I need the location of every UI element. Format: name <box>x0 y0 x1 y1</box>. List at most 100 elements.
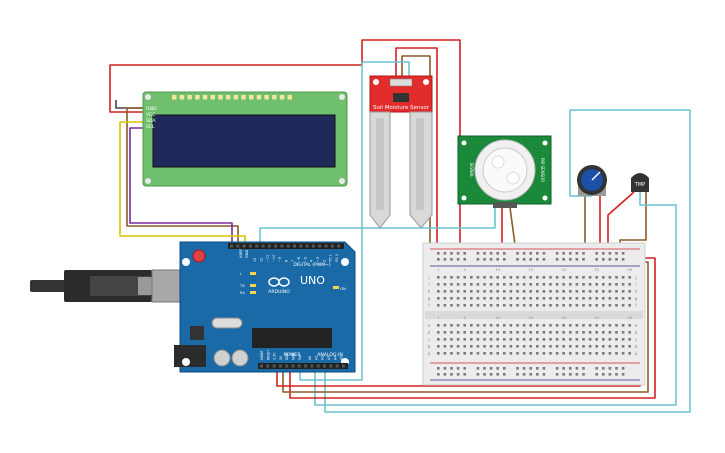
breadboard-hole <box>456 283 460 286</box>
breadboard-hole <box>536 276 539 279</box>
breadboard-hole <box>555 331 559 334</box>
breadboard-hole <box>615 324 618 327</box>
gnd-label: GND <box>245 250 249 258</box>
breadboard-hole <box>456 290 460 293</box>
breadboard-hole <box>569 331 572 334</box>
breadboard-hole <box>483 352 486 355</box>
breadboard-hole <box>595 345 598 348</box>
breadboard-hole <box>496 338 499 341</box>
digital-header-pin <box>311 244 315 248</box>
power-pin-label: A1 <box>314 356 318 360</box>
breadboard-hole <box>588 331 592 334</box>
breadboard-hole <box>489 290 493 293</box>
breadboard-hole <box>516 352 519 355</box>
soil-moisture-sensor: Soil Moisture Sensor <box>369 75 433 229</box>
breadboard-hole <box>582 331 585 334</box>
breadboard-hole <box>615 338 618 341</box>
wire-lcd-brown <box>126 107 239 244</box>
breadboard-hole <box>509 297 513 300</box>
breadboard-hole <box>437 367 440 370</box>
breadboard-hole <box>496 290 499 293</box>
breadboard-hole <box>496 345 499 348</box>
breadboard-hole <box>575 324 579 327</box>
breadboard-row-letter: h <box>428 289 431 294</box>
breadboard-hole <box>529 324 532 327</box>
lcd-header-pin <box>179 95 185 100</box>
breadboard-hole <box>542 252 546 255</box>
digital-pin-label: ~6 <box>297 257 301 262</box>
digital-pin-label: ~11 <box>266 255 270 262</box>
breadboard-hole <box>542 304 546 307</box>
breadboard-hole <box>621 367 625 370</box>
breadboard-hole <box>628 345 631 348</box>
breadboard-hole <box>503 373 506 376</box>
breadboard-hole <box>483 297 486 300</box>
breadboard-hole <box>456 373 460 376</box>
breadboard-hole <box>503 283 506 286</box>
breadboard-hole <box>582 297 585 300</box>
wire-tmp-mid <box>314 192 677 406</box>
digital-pin-label: 8 <box>285 260 289 262</box>
breadboard-hole <box>575 367 579 370</box>
breadboard-col-number: 1 <box>437 316 439 320</box>
lcd-pin-label: GND <box>146 106 157 112</box>
breadboard-hole <box>608 297 612 300</box>
breadboard-hole <box>443 367 447 370</box>
breadboard-hole <box>542 373 546 376</box>
breadboard-hole <box>503 338 506 341</box>
breadboard-hole <box>489 324 493 327</box>
breadboard-hole <box>575 352 579 355</box>
breadboard-hole <box>595 258 598 261</box>
wires <box>109 39 691 413</box>
breadboard-row-letter: d <box>428 330 431 335</box>
breadboard-hole <box>621 276 625 279</box>
breadboard-hole <box>569 367 572 370</box>
breadboard-hole <box>562 252 565 255</box>
breadboard-hole <box>516 252 519 255</box>
breadboard-hole <box>608 258 612 261</box>
breadboard-row-letter: c <box>428 337 430 342</box>
breadboard-hole <box>602 352 605 355</box>
pir-sensor: SIGNAL PIR SENSOR <box>457 135 552 208</box>
breadboard-hole <box>463 252 466 255</box>
digital-pin-label: RX 0 <box>335 254 339 262</box>
breadboard-hole <box>529 352 532 355</box>
breadboard-hole <box>602 324 605 327</box>
potentiometer <box>577 165 607 196</box>
breadboard-hole <box>437 345 440 348</box>
arduino-logo-icon <box>268 277 290 287</box>
breadboard-hole <box>522 373 526 376</box>
breadboard-hole <box>595 304 598 307</box>
breadboard-hole <box>608 290 612 293</box>
breadboard-hole <box>489 352 493 355</box>
breadboard-hole <box>621 258 625 261</box>
breadboard-hole <box>470 352 473 355</box>
breadboard-hole <box>437 304 440 307</box>
breadboard-hole <box>608 352 612 355</box>
digital-pin-label: TX 1 <box>329 254 333 263</box>
breadboard-hole <box>489 338 493 341</box>
breadboard-hole <box>542 258 546 261</box>
breadboard-hole <box>595 276 598 279</box>
breadboard-hole <box>595 331 598 334</box>
breadboard-col-number: 30 <box>627 316 632 320</box>
digital-pin-label: ~5 <box>303 257 307 262</box>
breadboard-col-number: 30 <box>627 268 632 272</box>
power-pin-label: A0 <box>308 356 312 360</box>
breadboard-hole <box>489 297 493 300</box>
breadboard-hole <box>476 276 480 279</box>
breadboard-hole <box>621 352 625 355</box>
power-header-pin <box>310 364 314 368</box>
breadboard-hole <box>542 324 546 327</box>
breadboard-row-letter: d <box>635 330 638 335</box>
breadboard-hole <box>555 304 559 307</box>
breadboard-hole <box>450 331 453 334</box>
breadboard-hole <box>562 324 565 327</box>
breadboard-hole <box>483 258 486 261</box>
wire-tmp-left <box>607 191 635 252</box>
breadboard-hole <box>588 283 592 286</box>
breadboard-hole <box>476 283 480 286</box>
breadboard-hole <box>443 258 447 261</box>
breadboard-hole <box>549 283 552 286</box>
